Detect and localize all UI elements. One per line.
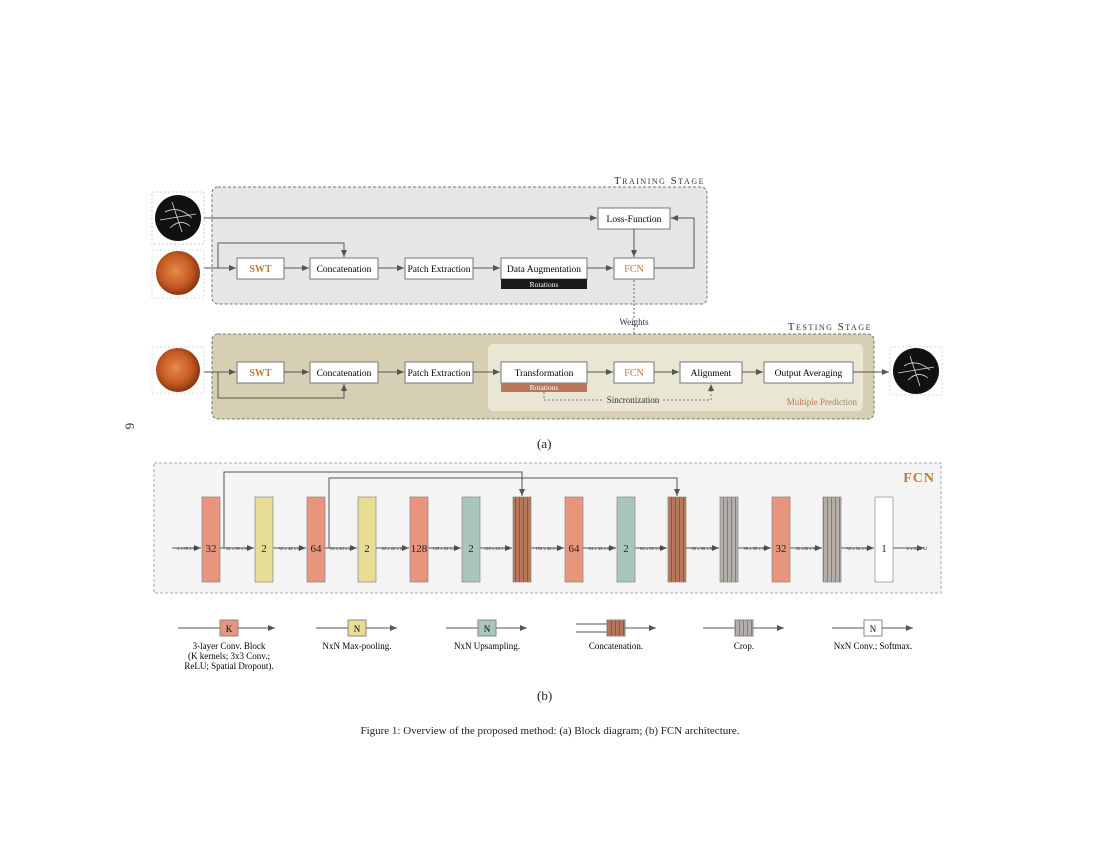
- legend: K 3-layer Conv. Block (K kernels; 3x3 Co…: [178, 619, 913, 671]
- subfigure-b-label: (b): [537, 688, 553, 703]
- fcn-block-label: 2: [364, 543, 370, 555]
- legend-conv-text-3: ReLU; Spatial Dropout).: [184, 661, 273, 671]
- weights-label: Weights: [619, 317, 649, 327]
- skip-connection: [223, 471, 525, 548]
- tensor-dim-label: 32 x 32 x 32: [847, 546, 871, 551]
- test-fundus-image: [156, 348, 200, 392]
- fcn-block-conv: [409, 496, 429, 583]
- tensor-dim-label: 128 x 22 x 22: [432, 546, 458, 551]
- tensor-dim-label: 96 x 38 x 38: [744, 546, 768, 551]
- fcn-block-concat: [512, 496, 532, 583]
- test-swt-label: SWT: [249, 368, 272, 379]
- tensor-dim-label: 32 x 44 x 44: [279, 546, 303, 551]
- multiple-prediction-panel: [488, 344, 863, 411]
- legend-pool-text: NxN Max-pooling.: [323, 641, 392, 651]
- test-rotations-bar: [501, 383, 587, 392]
- fcn-block-label: 2: [468, 543, 474, 555]
- fcn-block-conv: [771, 496, 791, 583]
- train-rotations-label: Rotations: [530, 280, 559, 289]
- legend-concat-text: Concatenation.: [589, 641, 643, 651]
- tensor-dim-label: 64 x 88 x 88: [640, 546, 664, 551]
- fcn-block-conv: [306, 496, 326, 583]
- test-fcn-label: FCN: [624, 368, 643, 379]
- legend-softmax-text: NxN Conv.; Softmax.: [834, 641, 912, 651]
- legend-up-symbol: N: [484, 624, 491, 634]
- train-augment-label: Data Augmentation: [507, 265, 581, 275]
- test-patch-label: Patch Extraction: [407, 369, 470, 379]
- skip-connection: [328, 477, 680, 548]
- fcn-block-label: 64: [311, 543, 323, 555]
- fcn-block-up: [616, 496, 636, 583]
- tensor-dim-label: 4 x 88 x 88: [177, 546, 198, 551]
- fcn-block-label: 1: [881, 543, 887, 555]
- fcn-block-concat: [667, 496, 687, 583]
- legend-conv-text-2: (K kernels; 3x3 Conv.;: [188, 651, 270, 661]
- tensor-dim-label: 96 x 88 x 88: [692, 546, 716, 551]
- test-rotations-label: Rotations: [530, 383, 559, 392]
- tensor-dim-label: 64 x 44 x 44: [330, 546, 354, 551]
- fcn-block-label: 2: [623, 543, 629, 555]
- legend-up-text: NxN Upsampling.: [454, 641, 520, 651]
- tensor-dim-label: 64 x 22 x 22: [382, 546, 406, 551]
- subfigure-a-label: (a): [537, 436, 552, 451]
- fcn-block-up: [461, 496, 481, 583]
- train-fcn-label: FCN: [624, 264, 643, 275]
- block-diagram: Training Stage SWT Concatenation Patch E…: [151, 175, 943, 420]
- multiple-prediction-label: Multiple Prediction: [787, 397, 858, 407]
- ground-truth-image: [155, 195, 201, 241]
- tensor-dim-label: 2 x 32 x 32: [907, 546, 928, 551]
- fcn-block-label: 32: [206, 543, 217, 555]
- fcn-block-label: 2: [261, 543, 267, 555]
- output-segmentation-image: [893, 348, 939, 394]
- fundus-image: [156, 251, 200, 295]
- figure-caption: Figure 1: Overview of the proposed metho…: [360, 725, 740, 737]
- tensor-dim-label: 64 x 44 x 44: [589, 546, 613, 551]
- loss-function-label: Loss-Function: [607, 215, 662, 225]
- fcn-architecture: FCN 4 x 88 x 88 32 x 88 x 88 32 x 44 x 44 6…: [153, 462, 942, 671]
- fcn-block-pool: [254, 496, 274, 583]
- fcn-block-pool: [357, 496, 377, 583]
- tensor-dim-label: 192 x 44 x 44: [535, 546, 561, 551]
- testing-stage-label: Testing Stage: [788, 321, 872, 333]
- train-rotations-bar: [501, 279, 587, 289]
- legend-crop-swatch: [734, 619, 754, 637]
- fcn-block-out: [874, 496, 894, 583]
- sincronization-label: Sincronization: [607, 395, 660, 405]
- fcn-block-label: 128: [411, 543, 428, 555]
- fcn-block-crop: [719, 496, 739, 583]
- legend-concat-swatch: [606, 619, 626, 637]
- alignment-label: Alignment: [691, 369, 732, 379]
- train-concat-label: Concatenation: [317, 265, 372, 275]
- tensor-dim-label: 128 x 44 x 44: [484, 546, 510, 551]
- training-stage-label: Training Stage: [614, 175, 705, 187]
- legend-softmax-symbol: N: [870, 624, 877, 634]
- legend-pool-symbol: N: [354, 624, 361, 634]
- tensor-dim-label: 32 x 88 x 88: [226, 546, 250, 551]
- train-swt-label: SWT: [249, 264, 272, 275]
- output-averaging-label: Output Averaging: [775, 369, 843, 379]
- tensor-dim-label: 32 x38 x 38: [796, 546, 819, 551]
- fcn-block-label: 32: [776, 543, 787, 555]
- fcn-block-conv: [201, 496, 221, 583]
- train-patch-label: Patch Extraction: [407, 265, 470, 275]
- legend-conv-symbol: K: [226, 624, 233, 634]
- fcn-block-crop: [822, 496, 842, 583]
- fcn-panel: [153, 462, 942, 594]
- fcn-title: FCN: [903, 471, 935, 486]
- test-transform-label: Transformation: [515, 368, 574, 379]
- test-concat-label: Concatenation: [317, 369, 372, 379]
- fcn-block-conv: [564, 496, 584, 583]
- legend-crop-text: Crop.: [734, 641, 754, 651]
- legend-conv-text-1: 3-layer Conv. Block: [193, 641, 266, 651]
- fcn-block-label: 64: [569, 543, 581, 555]
